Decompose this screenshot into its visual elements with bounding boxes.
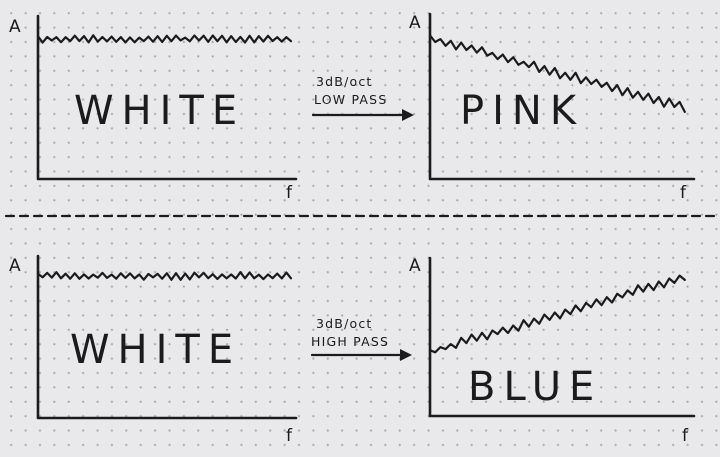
filter-low-pass: 3dB/oct LOW PASS <box>311 74 414 121</box>
arrow-right-icon <box>400 349 412 361</box>
axes <box>36 14 298 181</box>
filter-type-label: LOW PASS <box>314 92 387 107</box>
axes <box>428 256 696 418</box>
panel-bottom-left: A f WHITE <box>9 254 298 446</box>
filter-high-pass: 3dB/oct HIGH PASS <box>310 316 412 361</box>
axes <box>36 254 298 420</box>
x-axis-label: f <box>680 183 687 203</box>
y-axis-label: A <box>9 17 21 37</box>
panel-bottom-right: A f BLUE <box>409 256 696 446</box>
noise-label-white: WHITE <box>70 327 241 373</box>
filter-slope-label: 3dB/oct <box>316 74 373 89</box>
panel-top-left: A f WHITE <box>9 14 298 203</box>
y-axis-label: A <box>409 13 421 33</box>
filter-type-label: HIGH PASS <box>311 334 389 349</box>
x-axis-label: f <box>682 426 689 446</box>
panel-top-right: A f PINK <box>409 12 696 203</box>
arrow-right-icon <box>402 109 414 121</box>
noise-label-pink: PINK <box>460 88 584 134</box>
noise-label-blue: BLUE <box>468 364 602 410</box>
x-axis-label: f <box>286 183 293 203</box>
pink-noise-trace <box>428 34 686 113</box>
filter-slope-label: 3dB/oct <box>316 316 373 331</box>
y-axis-label: A <box>409 256 421 276</box>
blue-noise-trace <box>428 274 686 354</box>
x-axis-label: f <box>286 426 293 446</box>
noise-label-white: WHITE <box>74 88 245 134</box>
y-axis-label: A <box>9 256 21 276</box>
axes <box>428 12 696 181</box>
white-noise-trace <box>36 34 293 44</box>
white-noise-trace <box>36 271 293 281</box>
